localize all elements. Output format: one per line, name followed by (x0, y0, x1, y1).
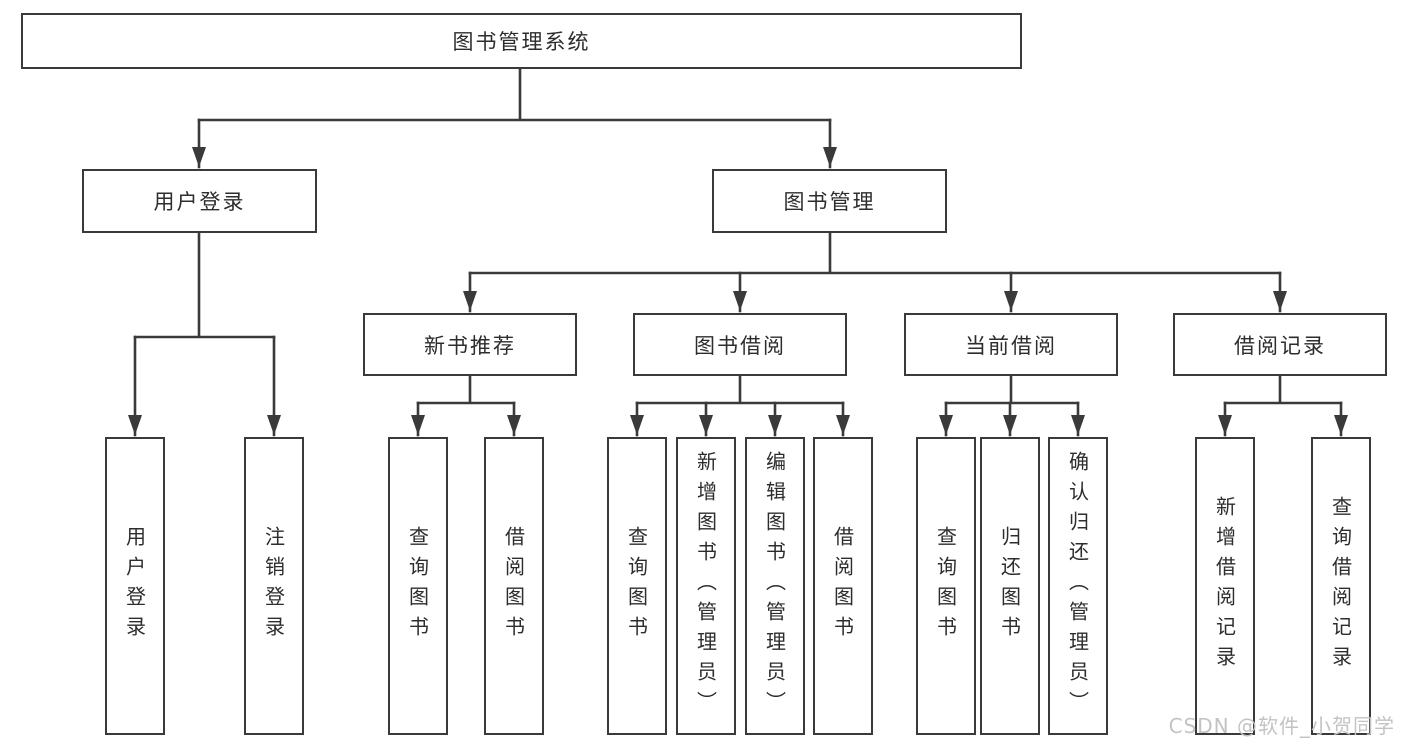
leaf-current-query-books: 查询图书 (916, 437, 976, 735)
node-current-borrow: 当前借阅 (904, 313, 1118, 376)
leaf-borrow-edit-books-admin: 编辑图书（管理员） (745, 437, 805, 735)
leaf-newbook-query-books: 查询图书 (388, 437, 448, 735)
connector-user-login-trunk (133, 231, 276, 339)
node-book-borrow: 图书借阅 (633, 313, 847, 376)
leaf-records-add-record: 新增借阅记录 (1195, 437, 1255, 735)
connector-book-borrow-trunk (635, 374, 845, 405)
leaf-newbook-borrow-books: 借阅图书 (484, 437, 544, 735)
connector-new-book-trunk (416, 374, 516, 405)
connector-root-trunk (197, 67, 832, 122)
leaf-current-confirm-return-admin: 确认归还（管理员） (1048, 437, 1108, 735)
connector-book-management-trunk (468, 231, 1282, 275)
leaf-user-login: 用户登录 (105, 437, 165, 735)
leaf-logout-login: 注销登录 (244, 437, 304, 735)
connector-borrow-records-trunk (1223, 374, 1343, 405)
node-library-management-system: 图书管理系统 (21, 13, 1022, 69)
node-borrow-records: 借阅记录 (1173, 313, 1387, 376)
leaf-borrow-query-books: 查询图书 (607, 437, 667, 735)
node-user-login: 用户登录 (82, 169, 317, 233)
node-new-book-recommend: 新书推荐 (363, 313, 577, 376)
csdn-watermark: CSDN @软件_小贺同学 (1168, 714, 1395, 738)
leaf-borrow-add-books-admin: 新增图书（管理员） (676, 437, 736, 735)
leaf-current-return-books: 归还图书 (980, 437, 1040, 735)
node-book-management: 图书管理 (712, 169, 947, 233)
connector-current-borrow-trunk (944, 374, 1080, 405)
leaf-records-query-record: 查询借阅记录 (1311, 437, 1371, 735)
leaf-borrow-borrow-books: 借阅图书 (813, 437, 873, 735)
